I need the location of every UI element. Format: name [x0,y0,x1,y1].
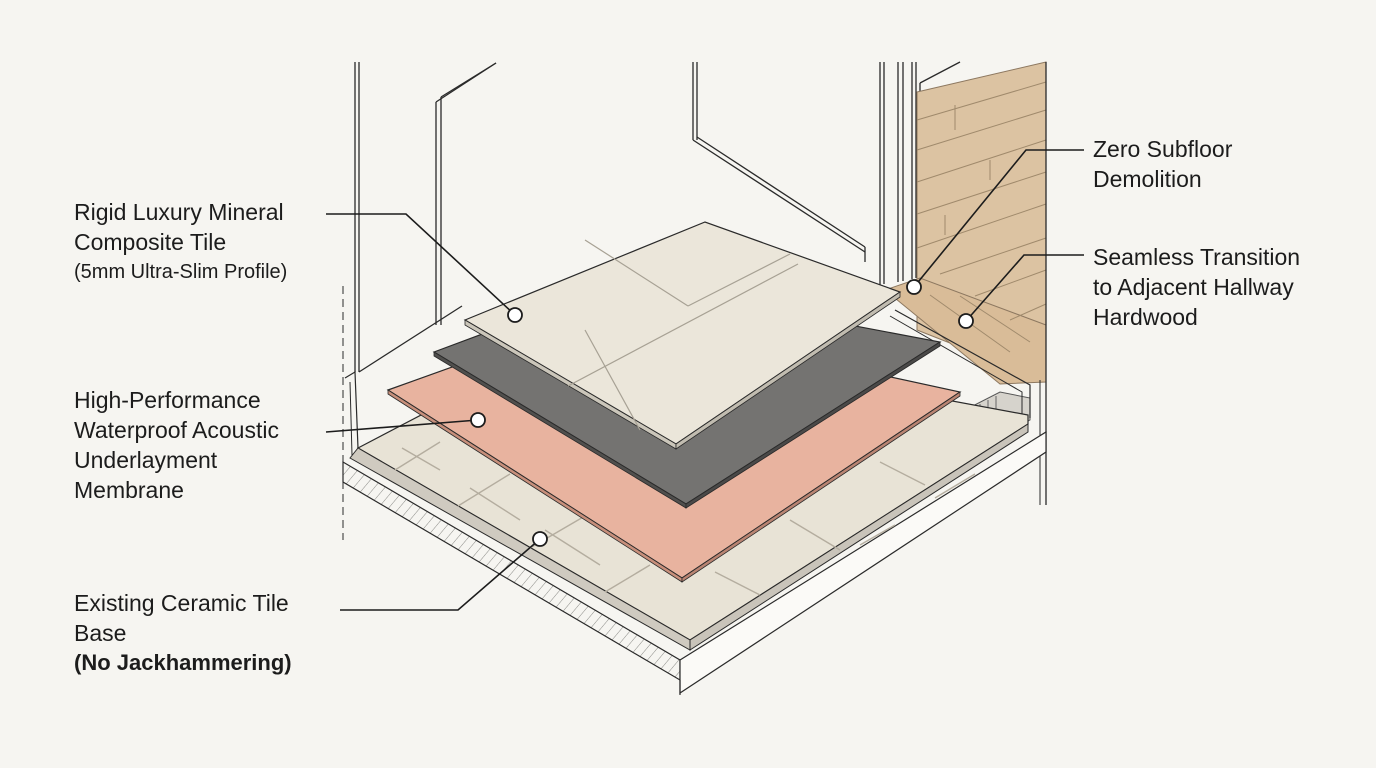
callout-text: Zero Subfloor [1093,136,1233,162]
callout-text: (5mm Ultra-Slim Profile) [74,261,288,283]
callout-text: Underlayment [74,447,218,473]
callout-text: Demolition [1093,166,1202,192]
callout-ceramic-base: Existing Ceramic Tile Base (No Jackhamme… [74,588,292,678]
callout-composite-tile: Rigid Luxury Mineral Composite Tile (5mm… [74,197,287,287]
callout-text: Seamless Transition [1093,244,1301,270]
callout-text: Existing Ceramic Tile [74,590,289,616]
callout-text: Composite Tile [74,229,227,255]
callout-text: Base [74,620,127,646]
transition-marker [958,313,974,329]
subfloor-marker [906,279,922,295]
hardwood-hallway [883,61,1047,505]
composite-tile [463,221,902,450]
callout-text: High-Performance [74,387,261,413]
callout-transition: Seamless Transition to Adjacent Hallway … [1093,242,1300,332]
callout-underlayment: High-Performance Waterproof Acoustic Und… [74,385,279,505]
composite-tile-marker [507,307,523,323]
callout-text: Waterproof Acoustic [74,417,279,443]
underlayment-marker [470,412,486,428]
callout-text: to Adjacent Hallway [1093,274,1294,300]
callout-text: Rigid Luxury Mineral [74,199,284,225]
callout-text: Membrane [74,477,184,503]
slab-base [342,286,1047,695]
callout-dots [470,279,974,547]
wall-outlines [354,61,961,373]
callout-leaders [325,149,1084,611]
callout-text: (No Jackhammering) [74,650,292,675]
callout-subfloor: Zero Subfloor Demolition [1093,134,1232,194]
callout-text: Hardwood [1093,304,1198,330]
ceramic-base-marker [532,531,548,547]
